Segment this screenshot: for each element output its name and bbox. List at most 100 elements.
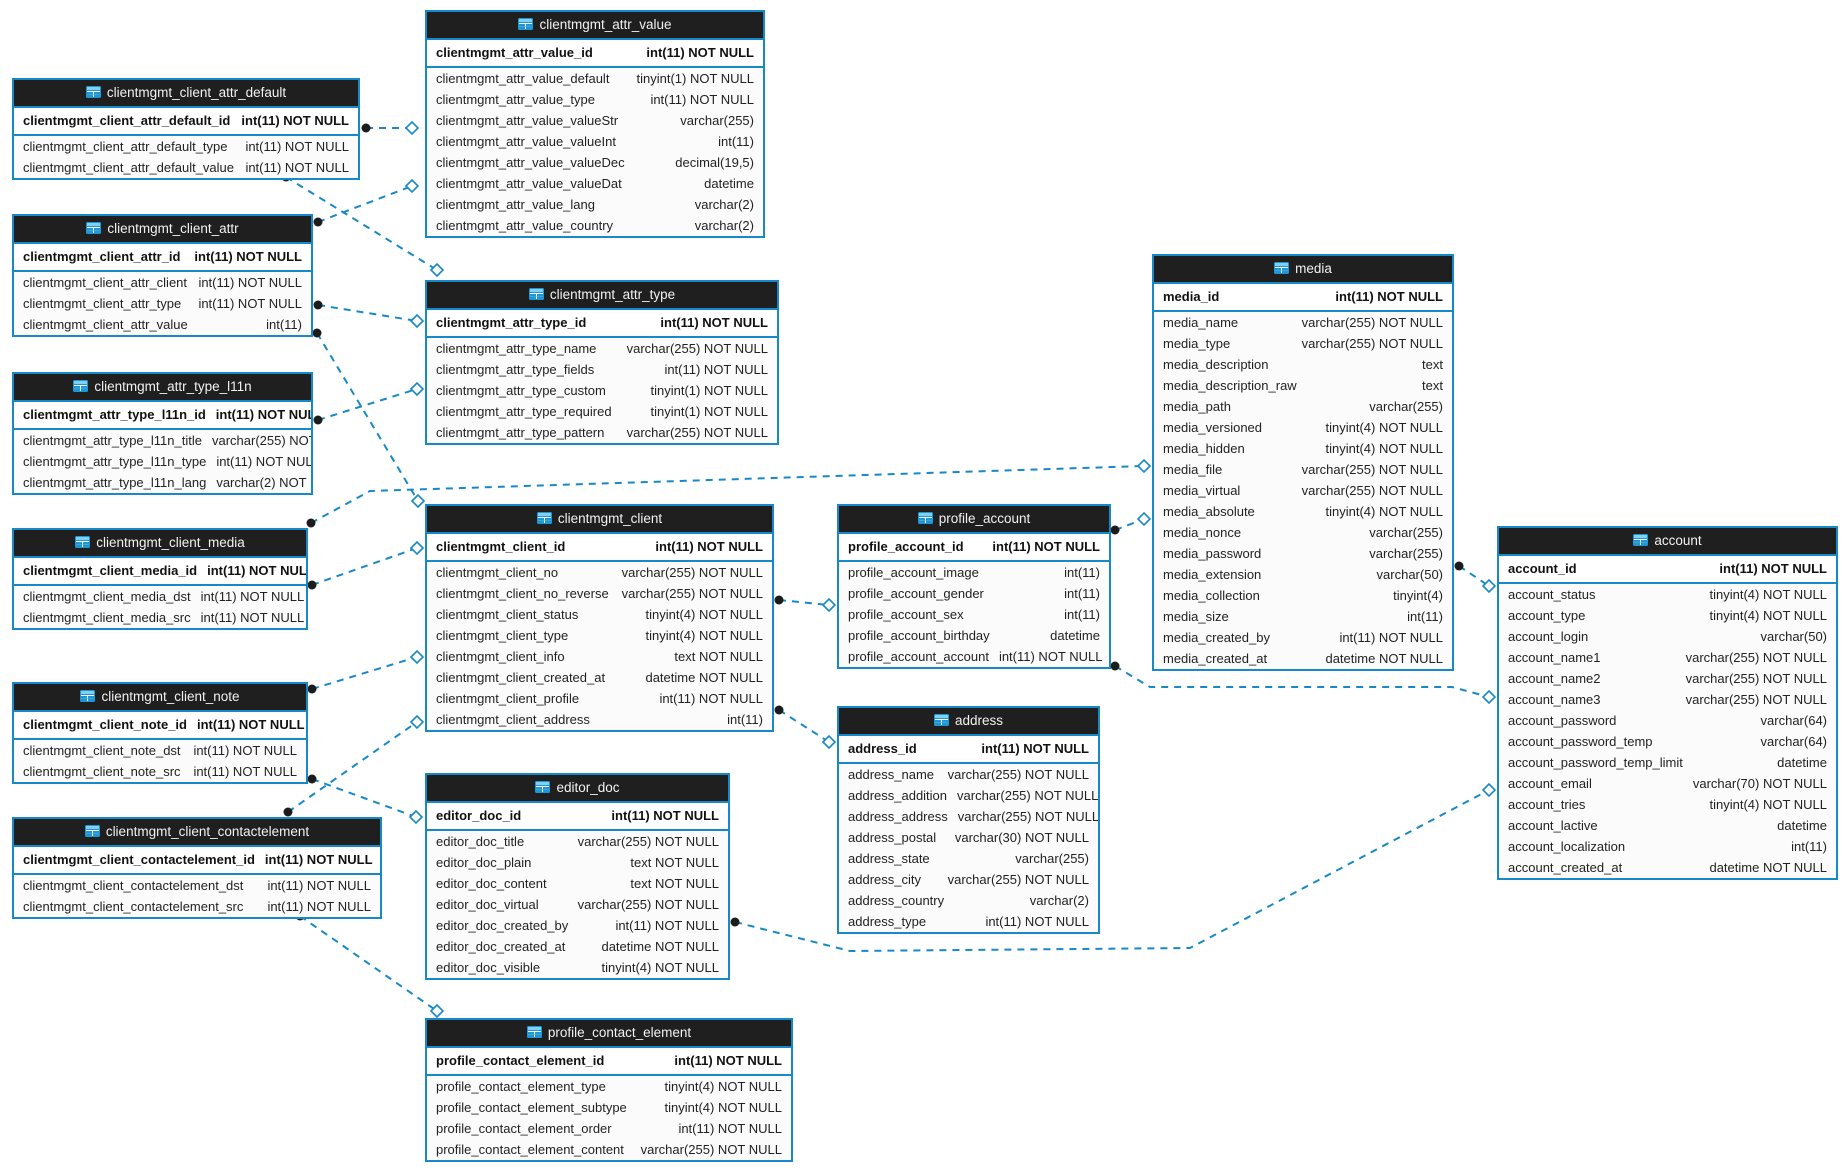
relationship-line[interactable] — [316, 332, 419, 502]
entity-header[interactable]: clientmgmt_client_note — [14, 684, 306, 712]
relationship-line[interactable] — [1458, 565, 1490, 587]
entity-header[interactable]: clientmgmt_client_attr — [14, 216, 311, 244]
entity-header[interactable]: clientmgmt_attr_type — [427, 282, 777, 310]
entity-header[interactable]: editor_doc — [427, 775, 728, 803]
entity-header[interactable]: profile_account — [839, 506, 1109, 534]
relationship-line[interactable] — [317, 388, 418, 421]
relationship-line[interactable] — [317, 185, 413, 223]
relationship-line[interactable] — [734, 789, 1490, 953]
relationship-line[interactable] — [778, 709, 830, 743]
entity-header[interactable]: clientmgmt_attr_type_l11n — [14, 374, 311, 402]
entity-header[interactable]: clientmgmt_client_media — [14, 530, 306, 558]
relationship-line[interactable] — [317, 304, 418, 322]
entity-header[interactable]: clientmgmt_client_contactelement — [14, 819, 380, 847]
relationship-line[interactable] — [310, 465, 1145, 524]
relationship-line[interactable] — [1114, 518, 1145, 531]
entity-header[interactable]: account — [1499, 528, 1836, 556]
entity-clientmgmt_attr_value[interactable]: clientmgmt_attr_value clientmgmt_attr_val… — [425, 10, 765, 238]
relationship-line[interactable] — [311, 656, 418, 690]
entity-header[interactable]: clientmgmt_attr_value — [427, 12, 763, 40]
